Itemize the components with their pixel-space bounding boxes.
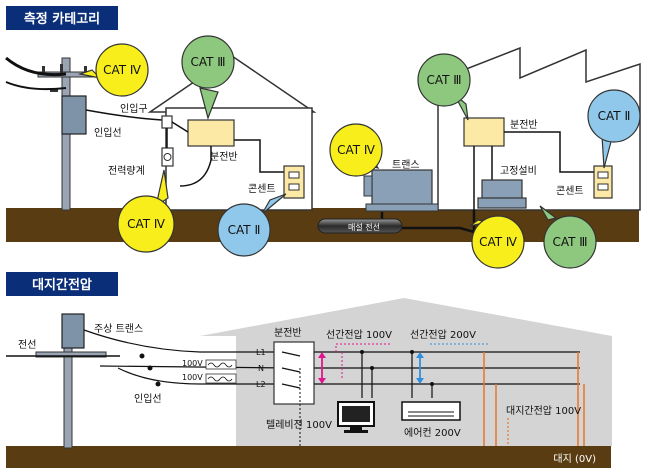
pole-transformer-bottom (61, 313, 85, 349)
label-transformer: 트랜스 (392, 159, 420, 171)
factory-building (437, 46, 641, 211)
buried-cable-label: 매설 전선 (348, 222, 380, 232)
label-service-wire: 인입선 (94, 126, 122, 139)
cat2-bubble-outlet-left: CAT Ⅱ (217, 193, 287, 257)
tv (337, 401, 375, 433)
cat4-bubble-meter: CAT Ⅳ (117, 169, 175, 253)
svg-text:CAT Ⅳ: CAT Ⅳ (479, 235, 517, 249)
categories-title: 측정 카테고리 (24, 11, 100, 27)
cat4-bubble-pole: CAT Ⅳ (77, 43, 149, 97)
cat2-bubble-outlet-right: CAT Ⅱ (587, 89, 641, 169)
phase-n: N (258, 364, 264, 373)
ground-strip-bottom (6, 446, 611, 468)
outlet-left (283, 165, 305, 199)
entrance-box (161, 115, 173, 129)
phase-l1: L1 (256, 348, 266, 357)
categories-title-bar (6, 6, 118, 30)
cat4-bubble-transformer: CAT Ⅳ (329, 123, 383, 177)
label-panel-bottom: 분전반 (274, 327, 302, 339)
cat3-bubble-house: CAT Ⅲ (181, 35, 235, 120)
label-panel-right: 분전반 (510, 119, 538, 131)
label-outlet-left: 콘센트 (248, 183, 276, 195)
label-entrance: 인입구 (120, 102, 148, 115)
svg-text:CAT Ⅲ: CAT Ⅲ (426, 73, 461, 87)
earth-voltage-title: 대지간전압 (32, 277, 92, 293)
svg-text:CAT Ⅱ: CAT Ⅱ (598, 109, 631, 123)
coil-voltage-bottom: 100V (182, 373, 203, 382)
phase-l2: L2 (256, 380, 266, 389)
fixed-equipment-box (481, 179, 523, 201)
measurement-category-section: 측정 카테고리 (5, 6, 641, 269)
utility-pole-bottom (6, 313, 120, 449)
coil-voltage-top: 100V (182, 359, 203, 368)
panel-right-box (463, 117, 505, 147)
cat3-bubble-fixed-equipment: CAT Ⅲ (539, 205, 597, 269)
coil-top (205, 359, 237, 370)
outlet-right (593, 165, 613, 199)
house-grey (200, 298, 612, 446)
cat4-bubble-buried: CAT Ⅳ (469, 215, 525, 269)
air-conditioner (401, 401, 461, 421)
label-outlet-right: 콘센트 (556, 185, 584, 197)
label-wire: 전선 (18, 339, 36, 351)
label-air-conditioner: 에어컨 200V (404, 427, 461, 439)
earth-voltage-title-bar (6, 272, 118, 296)
house-left (147, 55, 317, 211)
buried-cable (317, 218, 403, 234)
label-tv: 텔레비전 100V (266, 419, 332, 431)
earth-voltage-section: 대지간전압 대지 (0V) 100V 100V (6, 272, 612, 468)
panel-bottom (273, 341, 315, 405)
label-pole-transformer: 주상 트랜스 (94, 323, 143, 335)
panel-left-box (187, 119, 235, 147)
label-line-voltage-100: 선간전압 100V (326, 328, 392, 341)
svg-text:CAT Ⅳ: CAT Ⅳ (127, 217, 165, 231)
label-line-voltage-200: 선간전압 200V (410, 328, 476, 341)
svg-text:CAT Ⅳ: CAT Ⅳ (103, 63, 141, 77)
coil-bottom (205, 373, 237, 384)
svg-text:CAT Ⅱ: CAT Ⅱ (228, 223, 261, 237)
pole-transformer-box (61, 95, 87, 135)
label-earth-voltage-100: 대지간전압 100V (506, 404, 581, 417)
svg-text:CAT Ⅳ: CAT Ⅳ (337, 143, 375, 157)
svg-text:CAT Ⅲ: CAT Ⅲ (552, 235, 587, 249)
label-meter: 전력량계 (108, 165, 145, 177)
ground-label: 대지 (0V) (553, 453, 596, 465)
transformer (363, 169, 439, 212)
label-fixed-equipment: 고정설비 (500, 165, 537, 177)
label-panel-left: 분전반 (210, 151, 238, 163)
cat3-bubble-panel-right: CAT Ⅲ (417, 53, 471, 121)
svg-text:CAT Ⅲ: CAT Ⅲ (190, 55, 225, 69)
label-service-wire-bottom: 인입선 (134, 392, 162, 405)
